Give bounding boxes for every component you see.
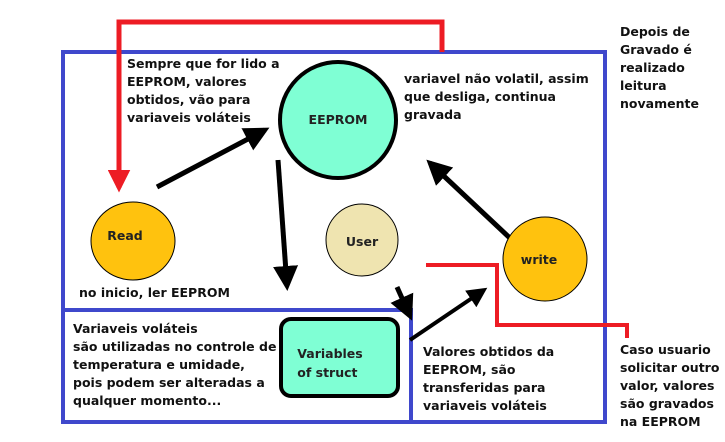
user-label: User [345, 233, 379, 249]
read-label: Read [107, 227, 143, 243]
arrow-read-to-eeprom [155, 127, 270, 190]
rewrite-loop-connector [426, 263, 629, 338]
note-eeprom-transfer: Valores obtidos da EEPROM, são transferi… [423, 344, 555, 413]
eeprom-node[interactable] [278, 60, 398, 180]
volatile-section-frame [61, 308, 413, 424]
arrow-write-to-eeprom [426, 159, 514, 242]
note-nonvolatile: variavel não volatil, assim que desliga,… [404, 71, 589, 122]
eeprom-label: EEPROM [308, 111, 368, 127]
note-read-eeprom-to-volatile: Sempre que for lido a EEPROM, valores ob… [127, 56, 280, 125]
reread-loop-connector [107, 19, 445, 193]
arrow-variables-to-write [408, 287, 488, 342]
note-volatile-usage: Variaveis voláteis são utilizadas no con… [73, 321, 277, 408]
variables-node[interactable] [279, 317, 400, 398]
read-node[interactable] [90, 201, 176, 281]
note-reread-after-write: Depois de Gravado é realizado leitura no… [620, 24, 699, 111]
user-node[interactable] [325, 203, 399, 277]
arrow-eeprom-to-variables [273, 159, 299, 291]
note-read-at-start: no inicio, ler EEPROM [79, 285, 230, 300]
note-user-new-value: Caso usuario solicitar outro valor, valo… [620, 342, 720, 429]
write-node[interactable] [502, 216, 588, 302]
variables-label: Variables of struct [297, 346, 363, 380]
write-label: write [520, 251, 558, 267]
arrow-user-to-variables [390, 285, 414, 321]
